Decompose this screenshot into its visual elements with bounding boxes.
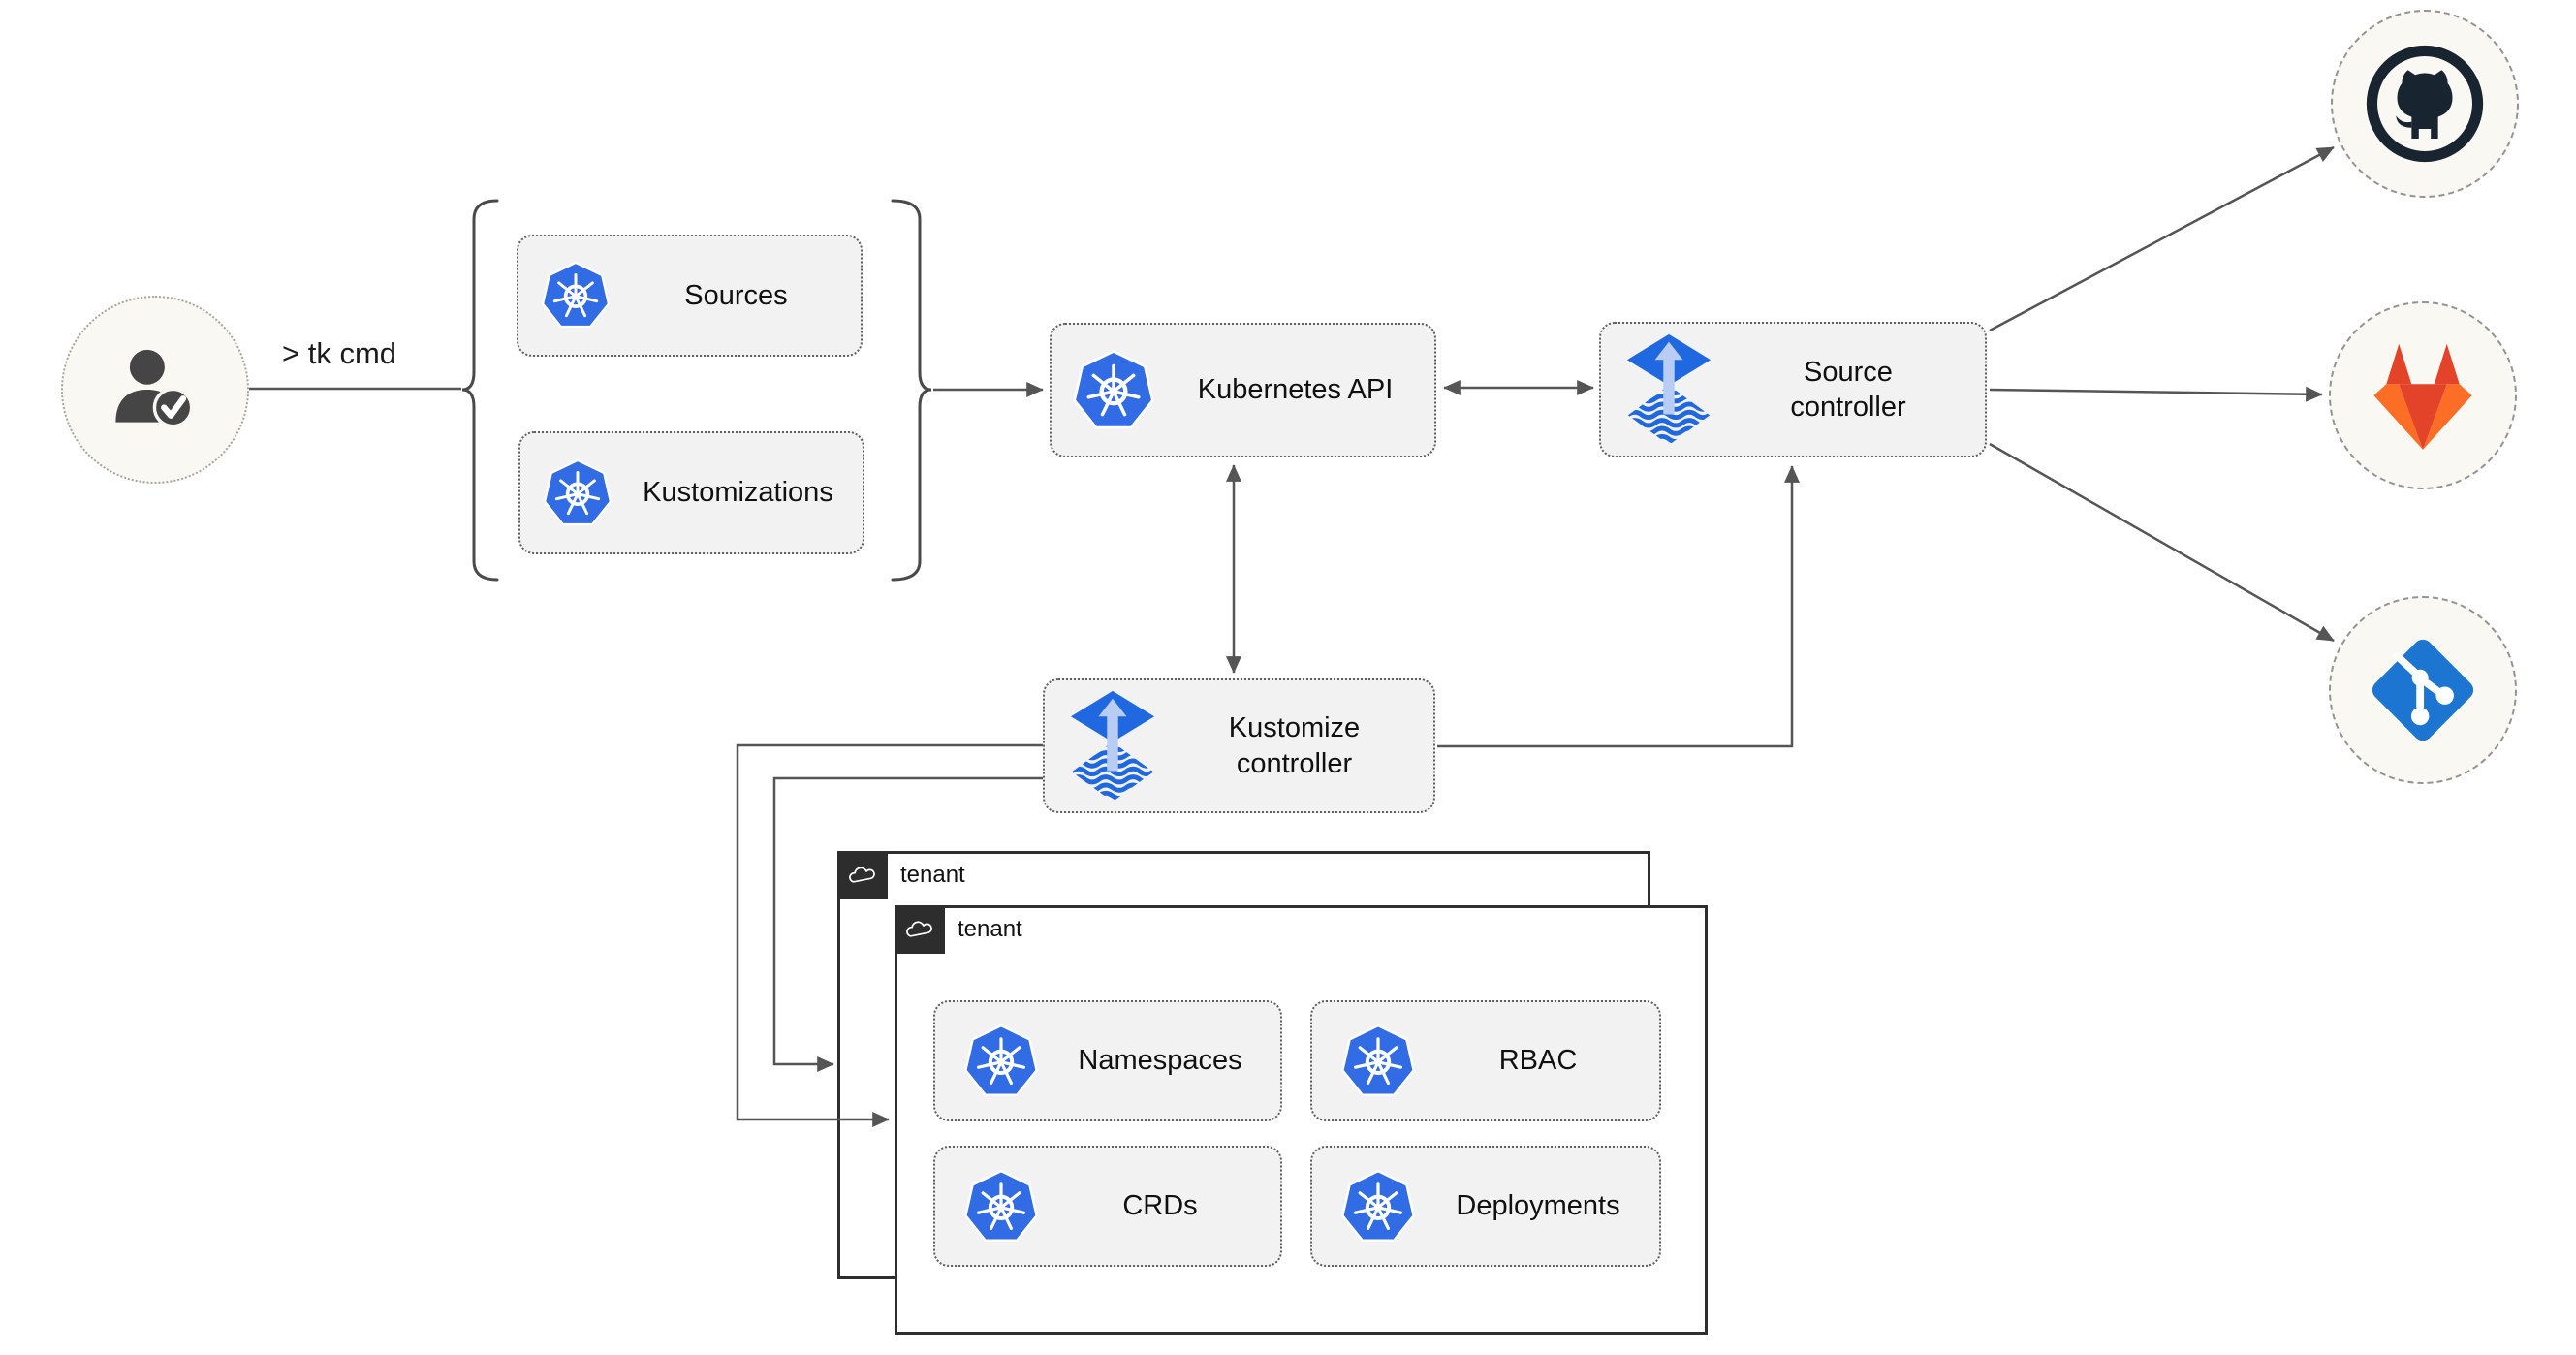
node-deployments-label: Deployments	[1456, 1190, 1620, 1222]
github-icon	[2365, 44, 2485, 164]
node-namespaces-label: Namespaces	[1078, 1045, 1242, 1077]
gitlab-icon	[2360, 332, 2486, 458]
node-rbac-label: RBAC	[1498, 1045, 1578, 1077]
node-kubernetes-api-label: Kubernetes API	[1197, 374, 1394, 406]
node-deployments: Deployments	[1310, 1146, 1661, 1267]
flux-icon	[1626, 333, 1712, 446]
tenant-group-inner: tenant Namespaces RBAC CRDs Deployments	[895, 905, 1708, 1335]
flux-icon	[1070, 690, 1155, 803]
git-icon	[2354, 621, 2492, 759]
tenant-inner-label: tenant	[958, 916, 1022, 942]
node-sources-label: Sources	[684, 279, 788, 311]
kubernetes-icon	[1339, 1168, 1417, 1245]
tenant-outer-label: tenant	[900, 862, 965, 888]
node-rbac: RBAC	[1310, 1000, 1661, 1121]
user-avatar-circle	[61, 296, 249, 484]
external-github-circle	[2331, 10, 2519, 198]
node-namespaces: Namespaces	[933, 1000, 1282, 1121]
right-brace	[891, 199, 932, 582]
node-crds: CRDs	[933, 1146, 1282, 1267]
cli-command-label: > tk cmd	[282, 336, 397, 370]
node-source-controller-label: Source controller	[1790, 356, 1906, 423]
node-kubernetes-api: Kubernetes API	[1050, 323, 1436, 457]
edge-source-to-git	[1989, 442, 2335, 643]
cloud-icon	[895, 905, 945, 954]
external-git-circle	[2329, 596, 2517, 784]
node-sources: Sources	[517, 235, 863, 357]
kubernetes-icon	[962, 1168, 1040, 1245]
user-check-icon	[99, 333, 211, 446]
node-kustomizations-label: Kustomizations	[643, 477, 833, 509]
kubernetes-icon	[1339, 1023, 1417, 1100]
edge-source-to-gitlab	[1989, 386, 2323, 402]
kubernetes-icon	[542, 457, 613, 529]
node-kustomize-controller-label: Kustomize controller	[1228, 712, 1361, 779]
edge-kustomize-to-source-controller	[1437, 465, 1800, 748]
node-crds-label: CRDs	[1122, 1190, 1198, 1222]
external-gitlab-circle	[2329, 301, 2517, 489]
kubernetes-icon	[540, 260, 612, 331]
cloud-icon	[837, 851, 888, 899]
edge-source-to-github	[1989, 145, 2335, 332]
node-kustomize-controller: Kustomize controller	[1043, 678, 1435, 813]
kubernetes-icon	[962, 1023, 1040, 1100]
node-kustomizations: Kustomizations	[518, 431, 864, 554]
kubernetes-icon	[1071, 348, 1156, 433]
left-brace	[461, 199, 499, 582]
node-source-controller: Source controller	[1599, 322, 1987, 457]
